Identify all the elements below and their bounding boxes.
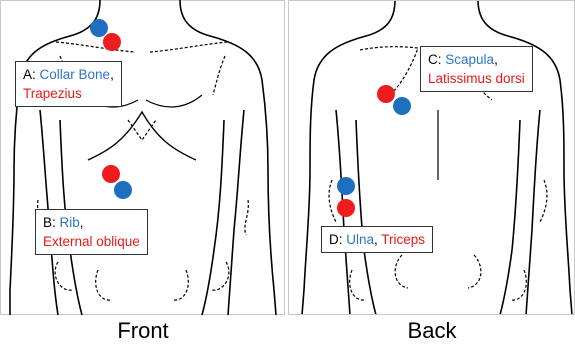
label-b-muscle: External oblique	[43, 234, 140, 249]
marker-c-bone	[393, 97, 411, 115]
marker-d-bone	[337, 177, 355, 195]
label-b-prefix: B:	[43, 215, 60, 230]
back-caption: Back	[332, 316, 532, 346]
front-body-outline	[10, 0, 276, 315]
marker-b-muscle	[102, 165, 120, 183]
front-caption: Front	[43, 316, 243, 346]
label-a-prefix: A:	[23, 67, 40, 82]
label-c-bone: Scapula	[445, 52, 494, 67]
label-a-muscle: Trapezius	[23, 86, 82, 101]
label-b: B: Rib, External oblique	[35, 209, 148, 255]
label-d-prefix: D:	[329, 232, 346, 247]
label-d-bone: Ulna	[346, 232, 374, 247]
marker-a-muscle	[103, 33, 121, 51]
marker-d-muscle	[337, 199, 355, 217]
label-a: A: Collar Bone, Trapezius	[15, 61, 122, 107]
label-c-muscle: Latissimus dorsi	[428, 71, 525, 86]
label-d: D: Ulna, Triceps	[321, 226, 433, 253]
label-d-muscle: Triceps	[381, 232, 425, 247]
marker-c-muscle	[377, 85, 395, 103]
label-c: C: Scapula, Latissimus dorsi	[420, 46, 533, 92]
label-c-prefix: C:	[428, 52, 445, 67]
marker-b-bone	[114, 181, 132, 199]
label-c-sep: ,	[494, 52, 498, 67]
label-a-bone: Collar Bone	[40, 67, 111, 82]
label-b-sep: ,	[80, 215, 84, 230]
label-a-sep: ,	[110, 67, 114, 82]
label-b-bone: Rib	[60, 215, 80, 230]
